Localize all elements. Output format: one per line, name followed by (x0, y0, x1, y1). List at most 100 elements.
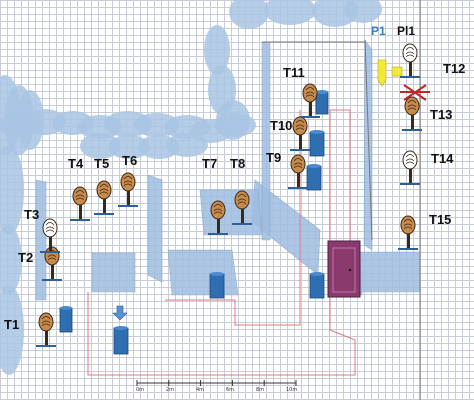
figure-body (299, 134, 302, 150)
label-t6: T6 (122, 153, 138, 168)
label-t1: T1 (4, 317, 20, 332)
target-figure-icon (400, 150, 420, 185)
target-figure-icon (400, 43, 420, 78)
figure-hair (403, 219, 413, 230)
figure-hair (293, 158, 303, 169)
label-t5: T5 (94, 156, 110, 171)
cover-panel (363, 39, 373, 251)
scale-tick-1: 2m (166, 387, 175, 393)
label-t10: T10 (270, 118, 293, 133)
red-cross-icon (400, 84, 430, 101)
figure-body (45, 330, 48, 346)
figure-head (210, 200, 226, 220)
cloud-blob (0, 285, 24, 375)
label-t3: T3 (24, 207, 40, 222)
target-figure-icon (402, 96, 422, 131)
label-t11: T11 (283, 65, 305, 80)
figure-body (409, 61, 412, 77)
figure-body (309, 101, 312, 117)
label-t13: T13 (430, 107, 453, 122)
cloud-blob (0, 225, 22, 295)
figure-body (51, 264, 54, 280)
figure-body (127, 190, 130, 206)
cover-panel (35, 179, 47, 301)
target-figure-icon (232, 190, 252, 225)
figure-head (120, 172, 136, 192)
figure-hair (41, 316, 51, 327)
yellow-light-icon (377, 59, 387, 87)
cover-clouds (0, 0, 382, 375)
range-line (364, 39, 373, 241)
figure-hair (305, 87, 315, 98)
down-arrow-icon (112, 305, 128, 321)
barrel-top (316, 90, 328, 94)
barrel-icon (59, 307, 73, 333)
cloud-blob (344, 0, 382, 23)
label-t7: T7 (202, 156, 218, 171)
figure-head (42, 218, 58, 238)
label-t9: T9 (266, 150, 282, 165)
figure-body (79, 204, 82, 220)
figure-head (96, 180, 112, 200)
barrel-top (307, 164, 321, 168)
figure-hair (405, 47, 415, 58)
target-figures (36, 43, 422, 347)
figure-head (400, 215, 416, 235)
target-figure-icon (70, 186, 90, 221)
figure-hair (295, 120, 305, 131)
scale-tick-3: 6m (226, 387, 235, 393)
label-t2: T2 (18, 250, 34, 265)
figure-body (49, 236, 52, 252)
label-t15: T15 (429, 212, 452, 227)
door-knob (348, 268, 352, 272)
barrel-icon (309, 131, 325, 157)
cover-panel (354, 251, 421, 293)
yellow-marker-icon (391, 66, 403, 77)
cloud-blob (204, 25, 230, 75)
cloud-blob (166, 133, 208, 157)
cover-panel (147, 174, 163, 283)
barrel-top (310, 272, 324, 276)
barrel-icon (209, 273, 225, 299)
figure-head (302, 83, 318, 103)
barrel-icon (309, 273, 325, 299)
figure-hair (405, 154, 415, 165)
target-figure-icon (290, 116, 310, 151)
cover-panel (261, 41, 271, 241)
cloud-blob (214, 113, 256, 137)
scale-bar (136, 380, 297, 386)
scale-tick-5: 10m (286, 387, 298, 393)
target-figure-icon (94, 180, 114, 215)
figure-hair (45, 222, 55, 233)
label-t12: T12 (443, 61, 466, 76)
cloud-blob (229, 0, 269, 29)
label-t8: T8 (230, 156, 246, 171)
figure-head (292, 116, 308, 136)
cloud-blob (264, 0, 316, 25)
range-lines (262, 0, 421, 400)
door-panel (332, 247, 356, 293)
target-figure-icon (36, 312, 56, 347)
figure-hair (213, 204, 223, 215)
figure-hair (99, 184, 109, 195)
cloud-blob (0, 145, 24, 235)
scale-tick-2: 4m (196, 387, 205, 393)
barrel-top (210, 272, 224, 276)
path-line (87, 109, 356, 376)
figure-head (234, 190, 250, 210)
label-t4: T4 (68, 156, 84, 171)
figure-head (402, 43, 418, 63)
figure-body (217, 218, 220, 234)
path-line (165, 110, 301, 326)
figure-hair (237, 194, 247, 205)
cloud-blob (108, 135, 150, 159)
figure-head (72, 186, 88, 206)
barrel-icon (113, 327, 129, 355)
figure-hair (407, 100, 417, 111)
cloud-blob (80, 133, 120, 159)
target-figure-icon (300, 83, 320, 118)
scale-tick-0: 0m (136, 387, 145, 393)
figure-body (241, 208, 244, 224)
